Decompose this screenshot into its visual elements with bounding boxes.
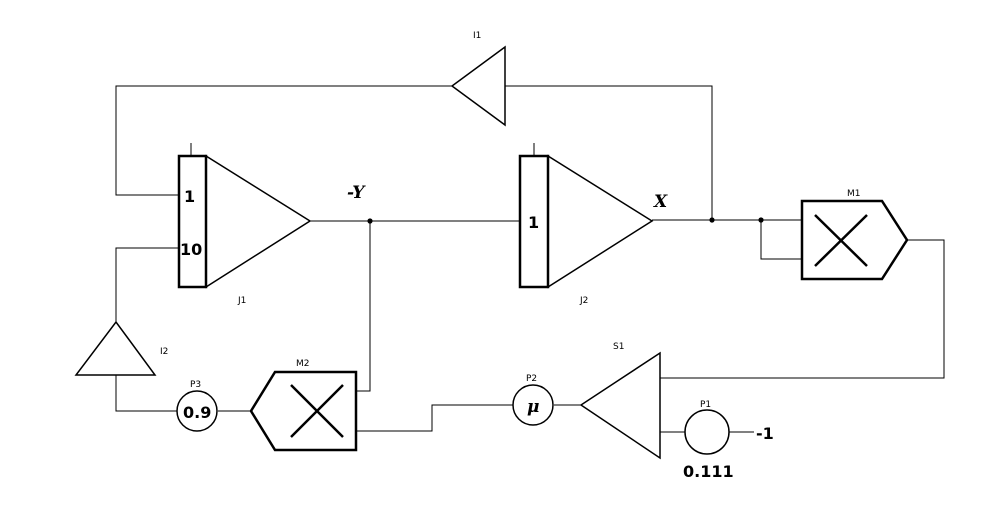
i1-label: I1 <box>473 31 481 41</box>
wires <box>115 85 945 433</box>
j2-label: J2 <box>579 296 588 306</box>
wire-m1-to-s1 <box>660 239 945 379</box>
wire-m1-second-input <box>760 220 802 260</box>
p1-label: P1 <box>700 400 711 410</box>
integrator-j1: 1 10 J1 <box>177 154 312 306</box>
junction-x <box>709 217 715 223</box>
signal-neg-y-label: -Y <box>347 183 366 203</box>
potentiometer-p3 <box>176 390 218 432</box>
wire-i2-to-p3 <box>115 375 177 412</box>
p2-value: μ <box>527 397 539 417</box>
inverter-i1 <box>450 45 506 127</box>
inverter-i2 <box>74 320 157 376</box>
p3-value: 0.9 <box>183 403 211 422</box>
signal-x-label: X <box>653 192 668 212</box>
m1-body <box>800 199 909 281</box>
minus-one-label: -1 <box>756 424 774 443</box>
j2-triangle <box>547 154 654 289</box>
i2-label: I2 <box>160 347 168 357</box>
j2-gain: 1 <box>528 213 539 232</box>
j1-triangle <box>205 154 312 289</box>
wire-i1-to-j1 <box>115 85 452 196</box>
p2-label: P2 <box>526 374 537 384</box>
m1-label: M1 <box>847 189 861 199</box>
wire-j1-to-i2 <box>115 247 179 322</box>
j1-label: J1 <box>237 296 246 306</box>
junction-neg-y <box>367 218 373 224</box>
wire-neg-y-to-m2 <box>356 221 371 392</box>
j1-input-block <box>177 154 208 289</box>
potentiometer-p1 <box>684 409 730 455</box>
summer-s1 <box>579 351 661 460</box>
j1-gain-top: 1 <box>184 187 195 206</box>
p1-value: 0.111 <box>683 462 734 481</box>
m2-label: M2 <box>296 359 310 369</box>
s1-label: S1 <box>613 342 624 352</box>
wire-x-to-i1 <box>505 85 713 220</box>
multiplier-m2: M2 <box>249 359 358 452</box>
j1-gain-bottom: 10 <box>180 240 202 259</box>
potentiometer-p2 <box>512 384 554 426</box>
wire-m2-to-p2 <box>356 404 513 432</box>
multiplier-m1: M1 <box>800 189 909 281</box>
integrator-j2: 1 J2 <box>518 154 654 306</box>
junction-m1-inputs <box>758 217 764 223</box>
j2-input-block <box>518 154 550 289</box>
p3-label: P3 <box>190 380 201 390</box>
m2-body <box>249 370 358 452</box>
